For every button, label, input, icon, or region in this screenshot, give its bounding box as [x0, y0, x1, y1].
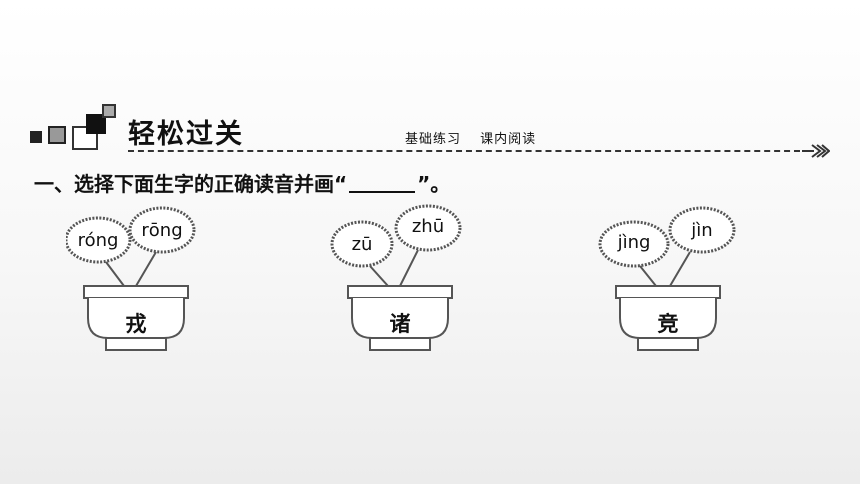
pinyin-option[interactable]: rōng — [141, 220, 183, 241]
plant-item: róng rōng 戎 — [66, 200, 226, 360]
chinese-character: 戎 — [125, 312, 147, 336]
answer-blank — [349, 191, 416, 193]
question-prompt: 一、选择下面生字的正确读音并画“ ”。 — [34, 168, 450, 197]
flower-pot-icon — [330, 204, 462, 351]
flower-pot-icon — [598, 206, 736, 351]
subtitle-reading: 课内阅读 — [480, 132, 537, 147]
pinyin-option[interactable]: jìn — [691, 220, 713, 241]
dashed-divider — [128, 150, 800, 152]
section-title: 轻松过关 — [128, 119, 244, 150]
section-header: 轻松过关 基础练习 课内阅读 — [0, 0, 860, 170]
flower-pot-icon — [66, 206, 196, 351]
arrow-feather-icon — [802, 144, 830, 158]
question-suffix: ”。 — [417, 172, 451, 196]
square-icon — [86, 114, 106, 134]
section-subtitle: 基础练习 课内阅读 — [405, 128, 550, 147]
chinese-character: 诸 — [389, 312, 411, 336]
plant-item: jìng jìn 竞 — [598, 200, 758, 360]
pinyin-option[interactable]: zū — [351, 234, 373, 255]
square-icon — [30, 131, 42, 143]
pinyin-option[interactable]: jìng — [617, 232, 651, 253]
chinese-character: 竞 — [657, 312, 679, 336]
pinyin-option[interactable]: róng — [77, 230, 119, 251]
square-icon — [102, 104, 116, 118]
question-prefix: 一、选择下面生字的正确读音并画“ — [34, 172, 348, 196]
pinyin-option[interactable]: zhū — [411, 216, 445, 237]
plant-item: zū zhū 诸 — [330, 200, 490, 360]
square-icon — [48, 126, 66, 144]
subtitle-basic: 基础练习 — [405, 132, 462, 147]
